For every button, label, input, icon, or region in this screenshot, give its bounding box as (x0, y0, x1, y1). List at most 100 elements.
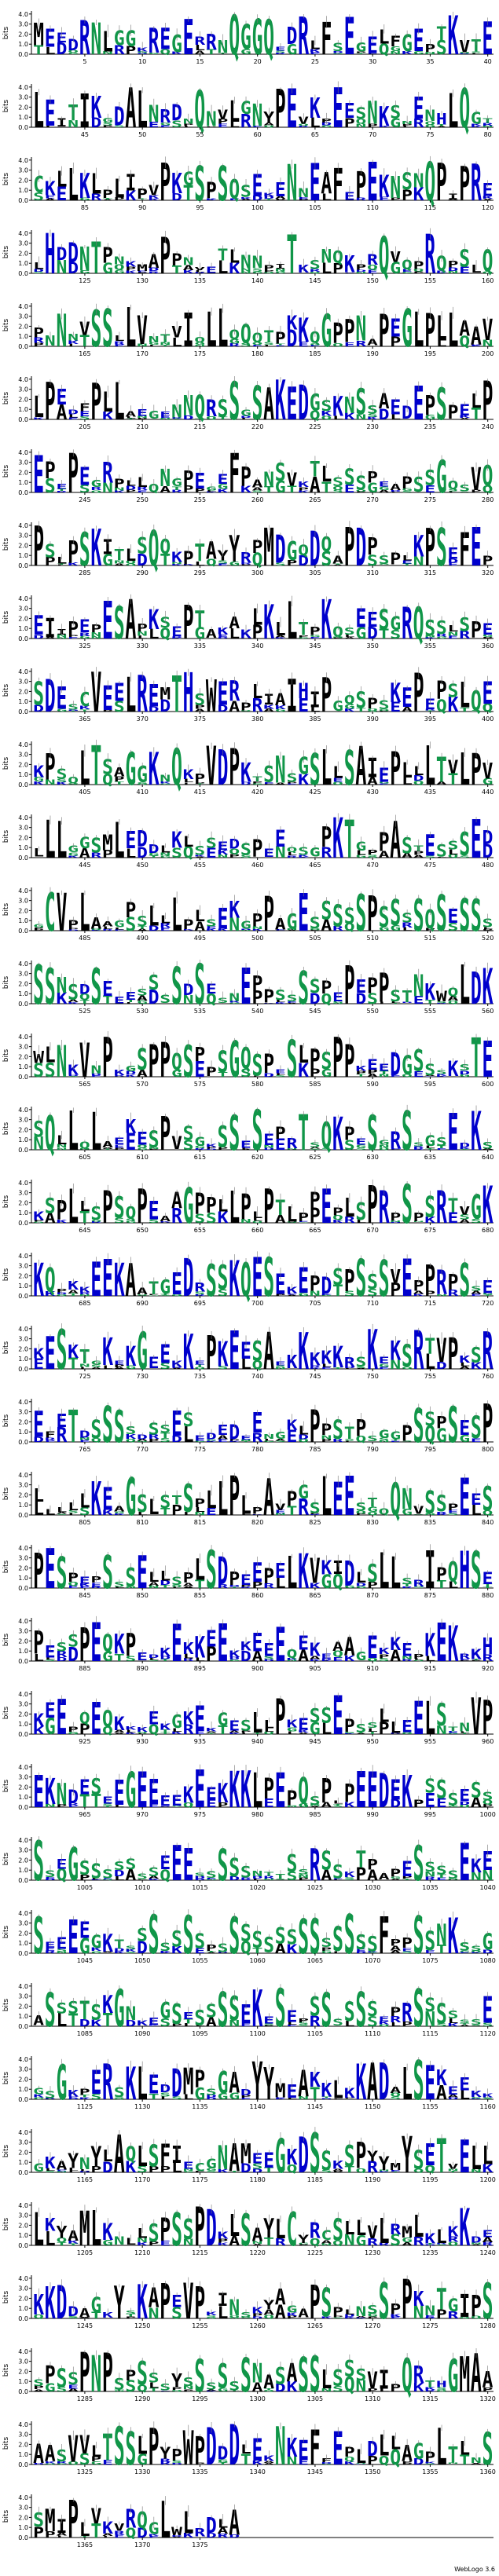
logo-letter: G (275, 708, 286, 712)
logo-letter-main: V (448, 758, 459, 778)
logo-letter: K (424, 637, 435, 639)
logo-letter-main: L (125, 298, 136, 360)
logo-letter-main: Q (194, 388, 205, 426)
logo-letter-main: S (321, 397, 332, 414)
logo-letter-main: M (33, 16, 44, 53)
logo-letter-main: N (171, 402, 182, 422)
logo-letter-main: E (482, 675, 493, 711)
logo-letter: G (56, 708, 67, 712)
logo-letter-main: P (436, 153, 447, 213)
logo-letter: L (402, 776, 413, 787)
logo-letter: D (379, 405, 390, 423)
y-tick-label: 3.0 (18, 679, 28, 686)
logo-letter-main: K (171, 549, 183, 565)
logo-letter-main: P (183, 549, 194, 569)
logo-letter-main: T (90, 233, 101, 284)
logo-letter: P (298, 486, 309, 492)
logo-letter: S (448, 488, 459, 492)
logo-letter: G (114, 269, 125, 274)
x-tick-label: 440 (482, 789, 493, 796)
logo-letter: Q (102, 770, 113, 788)
logo-letter: T (171, 264, 182, 276)
logo-letter: E (344, 342, 355, 349)
logo-letter: S (218, 559, 229, 564)
logo-letter-main: E (56, 680, 67, 716)
y-tick-label: 1.0 (18, 698, 28, 705)
x-tick-label: 310 (367, 569, 379, 576)
logo-letter: Q (482, 484, 493, 495)
x-tick-label: 1005 (77, 1884, 93, 1891)
y-tick-label: 2.0 (18, 1930, 28, 1937)
logo-letter-main: F (79, 403, 90, 414)
logo-letter-main: N (79, 240, 90, 278)
logo-letter-main: A (251, 478, 263, 490)
logo-letter-main: R (102, 457, 113, 490)
logo-letter: N (56, 257, 67, 278)
x-tick-label: 165 (79, 350, 90, 357)
logo-letter: L (436, 339, 447, 349)
logo-letter: L (310, 706, 321, 713)
logo-letter: K (263, 704, 275, 711)
logo-letter: T (206, 49, 217, 57)
logo-letter-main: K (79, 167, 90, 207)
logo-letter: T (160, 551, 171, 569)
x-tick-label: 10 (138, 58, 146, 65)
logo-letter-main: L (332, 764, 343, 782)
logo-letter-main: R (160, 105, 171, 127)
logo-letter: L (125, 416, 136, 419)
logo-letter-main: L (448, 84, 459, 139)
x-tick-label: 370 (137, 715, 149, 723)
logo-letter-main: K (33, 763, 45, 782)
logo-letter: S (171, 119, 182, 130)
logo-letter-main: P (436, 675, 447, 705)
x-tick-label: 535 (194, 1008, 206, 1015)
logo-letter-main: F (390, 32, 401, 49)
logo-letter: S (367, 412, 378, 418)
x-tick-label: 985 (309, 1811, 321, 1818)
logo-letter: D (332, 51, 343, 54)
logo-letter: L (321, 260, 332, 276)
x-tick-label: 990 (367, 1811, 379, 1818)
logo-letter-main: S (413, 473, 424, 496)
logo-letter: P (194, 488, 205, 494)
x-tick-label: 810 (137, 1519, 149, 1526)
y-tick-label: 2.0 (18, 1857, 28, 1864)
logo-letter-main: P (355, 164, 366, 207)
x-tick-label: 460 (251, 862, 263, 869)
x-tick-label: 480 (482, 862, 493, 869)
y-tick-label: 4.0 (18, 1326, 28, 1333)
logo-letter: P (263, 269, 274, 273)
y-tick-label: 0.0 (18, 2388, 28, 2395)
y-tick-label: 0.0 (18, 489, 28, 496)
x-tick-label: 35 (426, 58, 434, 65)
y-axis-label: bits (2, 1414, 10, 1427)
logo-letter-main: N (321, 245, 332, 267)
y-tick-label: 3.0 (18, 2431, 28, 2439)
logo-letter-main: P (424, 390, 435, 422)
logo-letter-main: R (402, 599, 413, 649)
logo-row: bits0.01.02.03.04.0PPGCVDPPLKQARLAELGSPA… (2, 883, 493, 943)
y-tick-label: 0.0 (18, 781, 28, 789)
x-tick-label: 1125 (77, 2103, 93, 2110)
logo-letter: E (251, 344, 262, 346)
logo-letter: T (171, 485, 182, 492)
logo-letter-main: E (102, 591, 113, 651)
logo-letter: P (183, 123, 194, 126)
logo-letter: L (229, 626, 240, 642)
logo-letter-main: N (90, 15, 101, 65)
x-tick-label: 95 (196, 204, 204, 211)
logo-letter: P (332, 260, 343, 276)
logo-letter-main: V (79, 320, 90, 340)
x-tick-label: 830 (367, 1519, 379, 1526)
logo-letter: A (379, 489, 390, 493)
logo-letter-main: L (102, 26, 113, 58)
logo-letter: L (229, 121, 240, 130)
y-tick-label: 4.0 (18, 230, 28, 237)
logo-letter: L (263, 345, 274, 347)
logo-letter: Q (332, 342, 343, 347)
x-tick-label: 1195 (422, 2176, 438, 2183)
y-tick-label: 3.0 (18, 1409, 28, 1416)
x-tick-label: 840 (482, 1519, 493, 1526)
